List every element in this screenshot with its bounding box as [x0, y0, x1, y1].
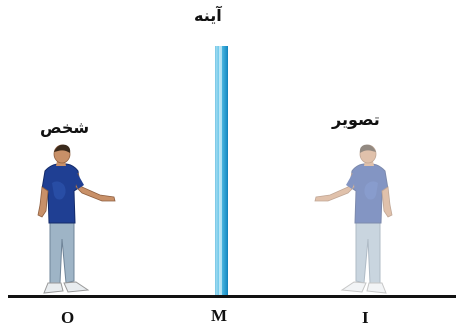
person-figure	[28, 143, 120, 301]
person-label: شخص	[40, 118, 89, 137]
ground-line	[8, 295, 456, 298]
person-body	[38, 145, 115, 293]
mirror-label: آینه	[194, 6, 222, 25]
mirror-shine	[219, 46, 222, 298]
point-o-label: O	[61, 308, 74, 328]
point-i-label: I	[362, 308, 369, 328]
mirror	[215, 46, 228, 298]
image-label: تصویر	[332, 110, 380, 129]
reflection-body	[315, 145, 392, 293]
reflection-figure	[310, 143, 402, 301]
point-m-label: M	[211, 306, 227, 326]
